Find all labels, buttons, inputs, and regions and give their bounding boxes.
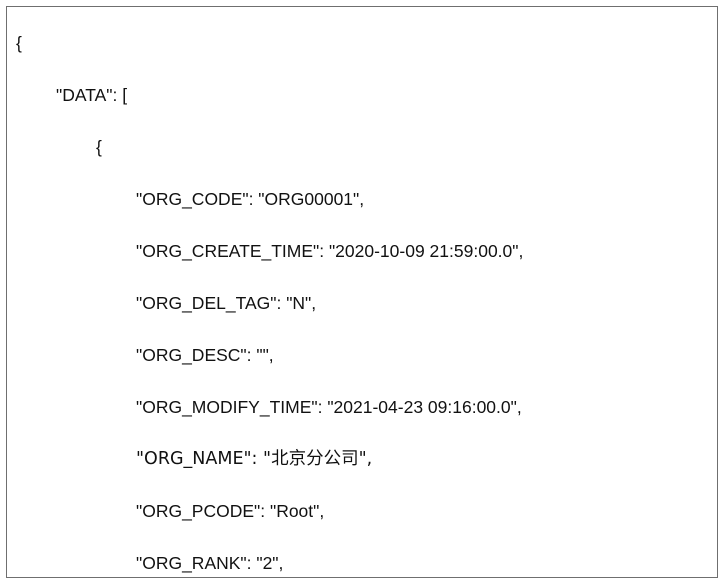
- json-line-org-pcode: "ORG_PCODE": "Root",: [136, 501, 325, 521]
- json-line-object-open: {: [96, 137, 102, 157]
- json-line-org-name: "ORG_NAME": "北京分公司",: [136, 449, 373, 469]
- json-line-org-modify-time: "ORG_MODIFY_TIME": "2021-04-23 09:16:00.…: [136, 397, 522, 417]
- json-line-org-desc: "ORG_DESC": "",: [136, 345, 274, 365]
- json-line-org-rank: "ORG_RANK": "2",: [136, 553, 284, 573]
- json-line-open-brace: {: [16, 33, 22, 53]
- json-line-data-key: "DATA": [: [56, 85, 128, 105]
- json-line-org-del-tag: "ORG_DEL_TAG": "N",: [136, 293, 317, 313]
- json-document-frame: { "DATA": [ { "ORG_CODE": "ORG00001", "O…: [6, 6, 718, 578]
- json-line-org-create-time: "ORG_CREATE_TIME": "2020-10-09 21:59:00.…: [136, 241, 524, 261]
- json-line-org-code: "ORG_CODE": "ORG00001",: [136, 189, 365, 209]
